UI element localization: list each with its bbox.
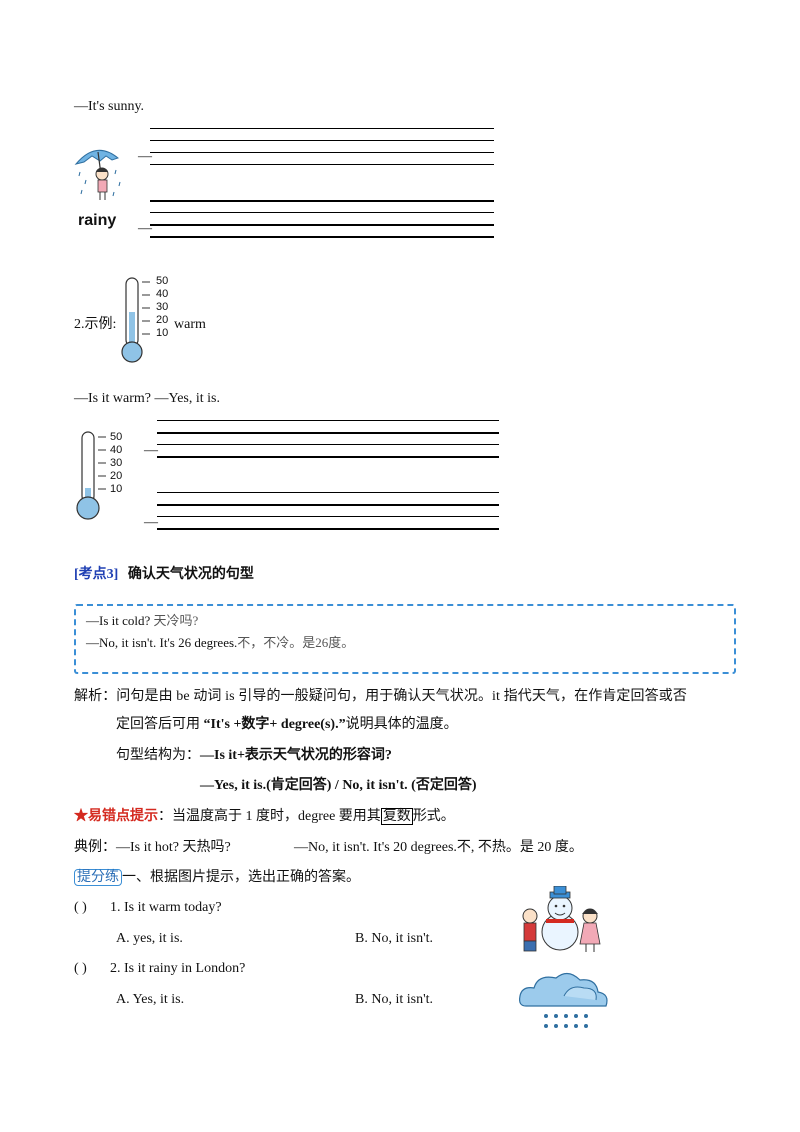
scale-label: 40 [110, 444, 123, 456]
section-heading: [考点3] 确认天气状况的句型 [74, 568, 254, 582]
answer-line [157, 432, 499, 434]
analysis-line-2-pre: 定回答后可用 [116, 717, 204, 732]
analysis-line-3-pre: 句型结构为： [116, 748, 200, 763]
answer-line [150, 224, 494, 226]
scale-label: 50 [110, 431, 123, 443]
snowman-kids-icon [516, 885, 606, 956]
analysis-structure: —Is it+表示天气状况的形容词? [200, 748, 392, 763]
answer-line [157, 492, 499, 493]
box-line-1-en: —Is it cold? [86, 613, 151, 628]
answer-line [150, 164, 494, 165]
analysis-line-2-post: 说明具体的温度。 [345, 717, 458, 732]
dash-mark: — [138, 149, 152, 164]
answer-line [157, 420, 499, 421]
answer-line [150, 140, 494, 141]
answer-line [150, 152, 494, 153]
box-line-1-cn: 天冷吗? [153, 613, 199, 628]
option-a[interactable]: A. yes, it is. [116, 931, 183, 946]
example2-prefix: 2.示例: [74, 317, 117, 332]
option-a[interactable]: A. Yes, it is. [116, 992, 185, 1007]
tip-line: ★易错点提示：当温度高于 1 度时，degree 要用其复数形式。 [74, 808, 455, 825]
umbrella-girl-icon [72, 142, 128, 204]
example-answer: —No, it isn't. It's 20 degrees.不, 不热。是 2… [294, 840, 583, 855]
section-tag: [考点3] [74, 567, 119, 582]
box-line-2-cn: 不，不冷。是26度。 [237, 635, 355, 650]
analysis-formula: “It's +数字+ degree(s).” [203, 717, 346, 732]
rainy-label: rainy [78, 212, 117, 229]
question-2: 2. Is it rainy in London? [110, 961, 246, 976]
example-line: 典例：—Is it hot? 天热吗? [74, 841, 231, 855]
question-1: 1. Is it warm today? [110, 900, 222, 915]
answer-line [157, 504, 499, 506]
dash-mark: — [138, 221, 152, 236]
scale-label: 10 [110, 483, 123, 495]
rain-cloud-icon [516, 966, 612, 1032]
tip-text-pre: 当温度高于 1 度时，degree 要用其 [172, 809, 381, 824]
tip-colon: ： [158, 809, 172, 824]
answer-paren[interactable]: ( ) [74, 900, 87, 915]
answer-line [157, 456, 499, 458]
tip-label: ★易错点提示 [74, 809, 158, 824]
scale-label: 20 [156, 314, 169, 326]
example2-question: —Is it warm? —Yes, it is. [74, 391, 220, 406]
example-box [74, 604, 736, 674]
dash-mark: — [144, 515, 158, 530]
answer-line [150, 200, 494, 202]
scale-label: 20 [110, 470, 123, 482]
example-label: 典例： [74, 840, 116, 855]
scale-label: 40 [156, 288, 169, 300]
section-title: 确认天气状况的句型 [127, 567, 254, 582]
box-line-2: —No, it isn't. It's 26 degrees.不，不冷。是26度… [86, 636, 354, 649]
thermometer-icon: 50 40 30 20 10 [76, 428, 136, 524]
answer-paren[interactable]: ( ) [74, 961, 87, 976]
option-b[interactable]: B. No, it isn't. [355, 992, 433, 1007]
answer-line [150, 128, 494, 129]
scale-label: 30 [156, 301, 169, 313]
answer-line [157, 516, 499, 517]
example-question: —Is it hot? 天热吗? [116, 840, 231, 855]
box-line-2-en: —No, it isn't. It's 26 degrees. [86, 635, 238, 650]
answer-line [157, 528, 499, 530]
analysis-line-2: 定回答后可用 “It's +数字+ degree(s).”说明具体的温度。 [116, 718, 458, 732]
box-line-1: —Is it cold? 天冷吗? [86, 614, 198, 627]
practice-tag: 提分练 [74, 869, 122, 886]
answer-line [150, 212, 494, 213]
answer-line [157, 444, 499, 445]
answer-sunny: —It's sunny. [74, 99, 145, 114]
scale-label: 10 [156, 327, 169, 339]
example2-word: warm [174, 317, 206, 332]
analysis-line-3: 句型结构为：—Is it+表示天气状况的形容词? [116, 749, 392, 763]
dash-mark: — [144, 443, 158, 458]
analysis-line-4: —Yes, it is.(肯定回答) / No, it isn't. (否定回答… [200, 778, 477, 793]
scale-label: 30 [110, 457, 123, 469]
option-b[interactable]: B. No, it isn't. [355, 931, 433, 946]
practice-instruction: 一、根据图片提示，选出正确的答案。 [122, 870, 360, 885]
thermometer-icon: 50 40 30 20 10 [120, 274, 180, 366]
tip-text-post: 形式。 [412, 809, 455, 824]
scale-label: 50 [156, 275, 169, 287]
tip-boxed-word: 复数 [380, 808, 413, 825]
answer-line [150, 236, 494, 238]
practice-heading: 提分练一、根据图片提示，选出正确的答案。 [74, 869, 360, 886]
analysis-line-1: 解析：问句是由 be 动词 is 引导的一般疑问句，用于确认天气状况。it 指代… [74, 689, 687, 704]
